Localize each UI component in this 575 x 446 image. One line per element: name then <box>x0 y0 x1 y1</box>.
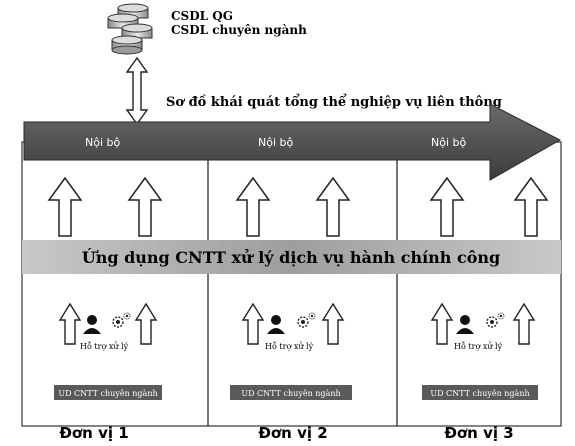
database-label-specialized: CSDL chuyên ngành <box>171 23 307 37</box>
up-arrow <box>128 177 162 237</box>
support-group-1: Hỗ trợ xử lý <box>59 303 157 351</box>
specialized-app-bar-1 <box>54 385 162 400</box>
database-disk <box>121 23 153 39</box>
internal-label-2: Nội bộ <box>258 136 293 149</box>
up-arrow <box>48 177 82 237</box>
up-arrow <box>316 177 350 237</box>
up-arrow <box>514 177 548 237</box>
up-arrow <box>135 303 157 345</box>
unit-name-3: Đơn vị 3 <box>444 424 513 442</box>
service-banner-label: Ứng dụng CNTT xử lý dịch vụ hành chính c… <box>82 247 500 267</box>
database-disk <box>111 35 143 55</box>
specialized-app-bar-2 <box>230 385 352 400</box>
support-label: Hỗ trợ xử lý <box>454 342 503 351</box>
service-banner <box>22 240 561 274</box>
person-icon <box>456 315 474 334</box>
unit-box-2 <box>207 141 398 427</box>
up-arrow <box>59 303 81 345</box>
database-label-national: CSDL QG <box>171 9 233 23</box>
up-arrow <box>236 177 270 237</box>
support-label: Hỗ trợ xử lý <box>265 342 314 351</box>
up-arrow <box>513 303 535 345</box>
internal-label-1: Nội bộ <box>85 136 120 149</box>
specialized-app-label-1: UD CNTT chuyên ngành <box>58 389 157 398</box>
support-group-3: Hỗ trợ xử lý <box>431 303 535 351</box>
bidirectional-arrow <box>125 56 149 126</box>
gear-icon <box>297 312 316 328</box>
gear-icon <box>486 312 505 328</box>
up-arrow <box>430 177 464 237</box>
database-disk <box>117 3 149 19</box>
person-icon <box>83 315 101 334</box>
up-arrow <box>322 303 344 345</box>
database-icon <box>107 3 153 55</box>
diagram-title: Sơ đồ khái quát tổng thể nghiệp vụ liên … <box>166 94 502 110</box>
support-group-2: Hỗ trợ xử lý <box>242 303 344 351</box>
person-icon <box>267 315 285 334</box>
specialized-app-label-2: UD CNTT chuyên ngành <box>241 389 340 398</box>
specialized-app-label-3: UD CNTT chuyên ngành <box>430 389 529 398</box>
internal-label-3: Nội bộ <box>431 136 466 149</box>
specialized-app-bar-3 <box>422 385 538 400</box>
unit-box-1 <box>21 141 209 427</box>
unit-name-1: Đơn vị 1 <box>59 424 128 442</box>
up-arrow <box>242 303 264 345</box>
gear-icon <box>112 312 131 328</box>
unit-name-2: Đơn vị 2 <box>258 424 327 442</box>
internal-flow-arrow <box>23 103 562 181</box>
support-label: Hỗ trợ xử lý <box>80 342 129 351</box>
up-arrow <box>431 303 453 345</box>
